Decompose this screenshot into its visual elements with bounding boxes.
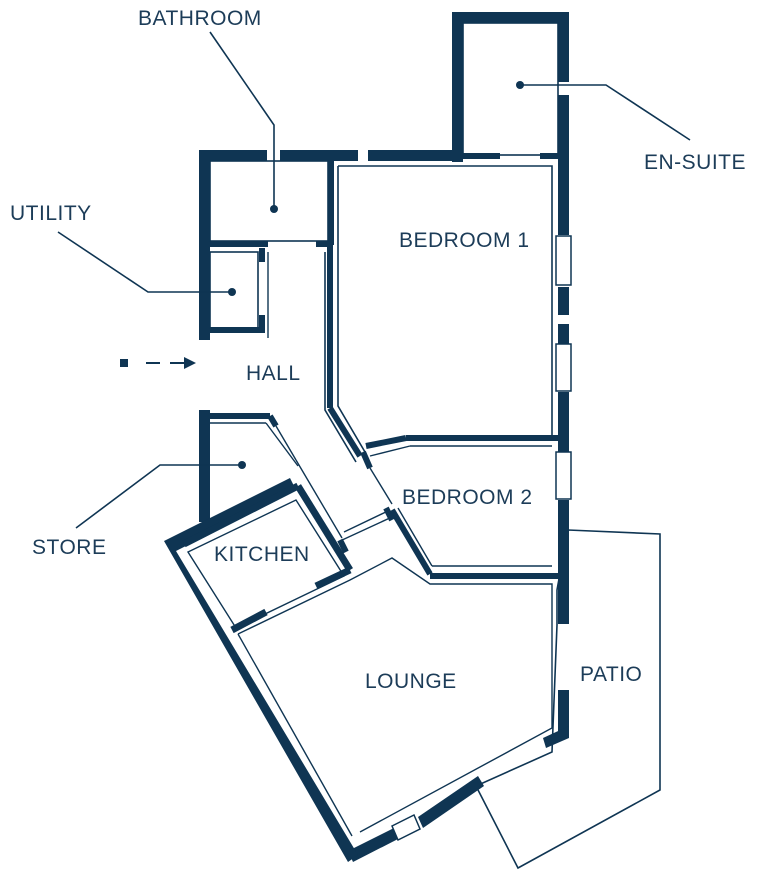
label-bedroom-1: BEDROOM 1 (399, 229, 530, 252)
exterior-walls (164, 12, 569, 862)
label-lounge: LOUNGE (365, 670, 457, 693)
interior-walls (182, 22, 559, 837)
label-utility: UTILITY (10, 202, 92, 225)
label-patio: PATIO (580, 663, 642, 686)
label-bathroom: BATHROOM (138, 7, 262, 30)
callout-lines (57, 31, 691, 529)
entrance-arrow-icon (120, 357, 196, 369)
en-suite-leader (520, 84, 691, 141)
label-bedroom-2: BEDROOM 2 (402, 486, 533, 509)
label-hall: HALL (246, 362, 301, 385)
windows (391, 235, 572, 842)
label-en-suite: EN-SUITE (644, 151, 746, 174)
label-store: STORE (32, 536, 106, 559)
room-labels: BATHROOM EN-SUITE UTILITY BEDROOM 1 HALL… (10, 7, 746, 693)
bathroom-leader (209, 31, 275, 209)
store-leader (75, 464, 242, 529)
utility-leader (57, 231, 232, 293)
label-kitchen: KITCHEN (214, 543, 310, 566)
